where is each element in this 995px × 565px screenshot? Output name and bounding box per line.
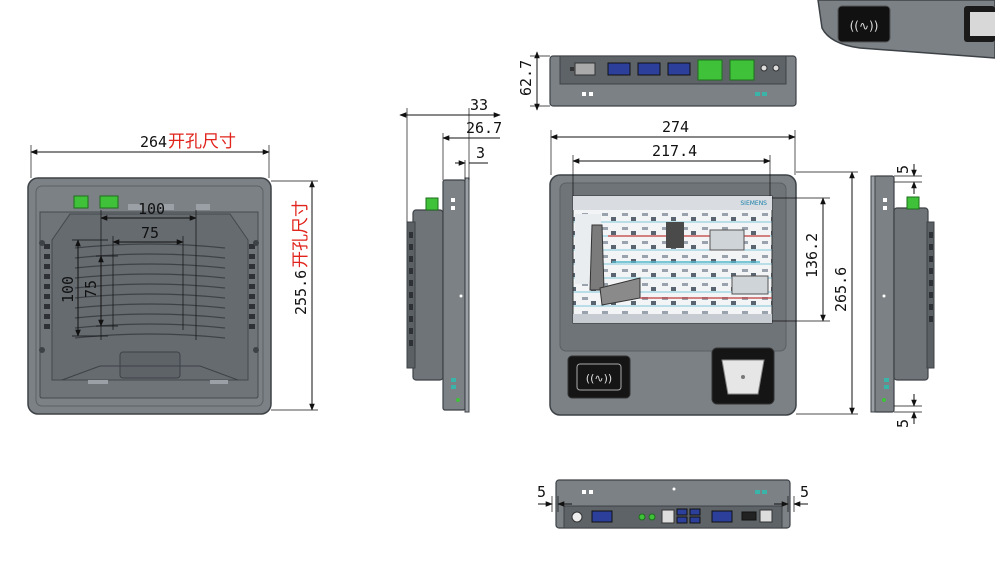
hdmi-port <box>741 511 757 521</box>
green-terminal-connector <box>99 195 119 209</box>
rear-width-dimension: 264 开孔尺寸 <box>30 132 270 178</box>
top-height-label: 62.7 <box>517 60 535 96</box>
rear-width-cutout-label: 开孔尺寸 <box>168 132 236 152</box>
green-terminal-connector <box>425 197 439 211</box>
usb-port <box>689 508 701 516</box>
vesa-dimensions: 100 75 100 75 <box>59 200 197 340</box>
rear-height-cutout-label: 开孔尺寸 <box>291 200 311 268</box>
db9-port <box>607 62 631 76</box>
fingerprint-scanner <box>711 347 775 405</box>
rear-width-label: 264 <box>140 133 167 151</box>
db9-port <box>591 510 613 523</box>
bottom-right-margin-label: 5 <box>800 483 809 501</box>
rear-cooling-fins <box>74 243 226 339</box>
db9-port <box>637 62 661 76</box>
front-view: SIEMENS ((∿)) <box>549 174 797 416</box>
rear-vent-right <box>249 244 255 329</box>
usb-port <box>676 508 688 516</box>
green-terminal-connector <box>697 59 723 81</box>
rfid-reader: ((∿)) <box>567 355 631 399</box>
corner-partial-view: ((∿)) <box>817 0 995 59</box>
top-height-dimension: 62.7 <box>517 51 550 111</box>
side-depth-total-label: 33 <box>470 96 488 114</box>
bottom-view <box>555 479 791 529</box>
side-bezel-label: 3 <box>476 144 485 162</box>
usb-port <box>689 516 701 524</box>
side-depth-body-label: 26.7 <box>466 119 502 137</box>
side-right-dimensions: 5 5 <box>894 164 922 428</box>
green-terminal-connector <box>73 195 89 209</box>
front-height-label: 265.6 <box>832 267 850 312</box>
svg-text:((∿)): ((∿)) <box>586 372 612 385</box>
front-width-label: 274 <box>662 118 689 136</box>
ethernet-port <box>661 509 675 524</box>
top-view <box>549 55 797 107</box>
vesa-outer-width-label: 100 <box>138 200 165 218</box>
side-top-margin-label: 5 <box>894 165 912 174</box>
green-terminal-connector <box>729 59 755 81</box>
db9-port <box>667 62 691 76</box>
power-button <box>571 511 583 523</box>
side-view-left <box>406 177 470 413</box>
green-terminal-connector <box>906 196 920 210</box>
vesa-inner-width-label: 75 <box>141 224 159 242</box>
screen-brand-label: SIEMENS <box>740 200 767 207</box>
vesa-inner-height-label: 75 <box>82 280 100 298</box>
svg-text:((∿)): ((∿)) <box>850 19 879 33</box>
front-dimensions: 274 217.4 136.2 265.6 <box>550 118 858 415</box>
screen-height-label: 136.2 <box>803 233 821 278</box>
dc-jack <box>759 509 773 523</box>
side-bottom-margin-label: 5 <box>894 419 912 428</box>
side-view-right <box>870 175 935 413</box>
usb-port <box>676 516 688 524</box>
side-depth-dimensions: 33 26.7 3 <box>399 96 502 222</box>
rear-height-label: 255.6 <box>292 270 310 315</box>
screen-width-label: 217.4 <box>652 142 697 160</box>
vga-port <box>711 510 733 523</box>
rear-vent-left <box>44 244 50 329</box>
bottom-dimensions: 5 5 <box>537 483 809 512</box>
rear-height-dimension: 255.6 开孔尺寸 <box>271 180 318 411</box>
bottom-left-margin-label: 5 <box>537 483 546 501</box>
vesa-outer-height-label: 100 <box>59 276 77 303</box>
